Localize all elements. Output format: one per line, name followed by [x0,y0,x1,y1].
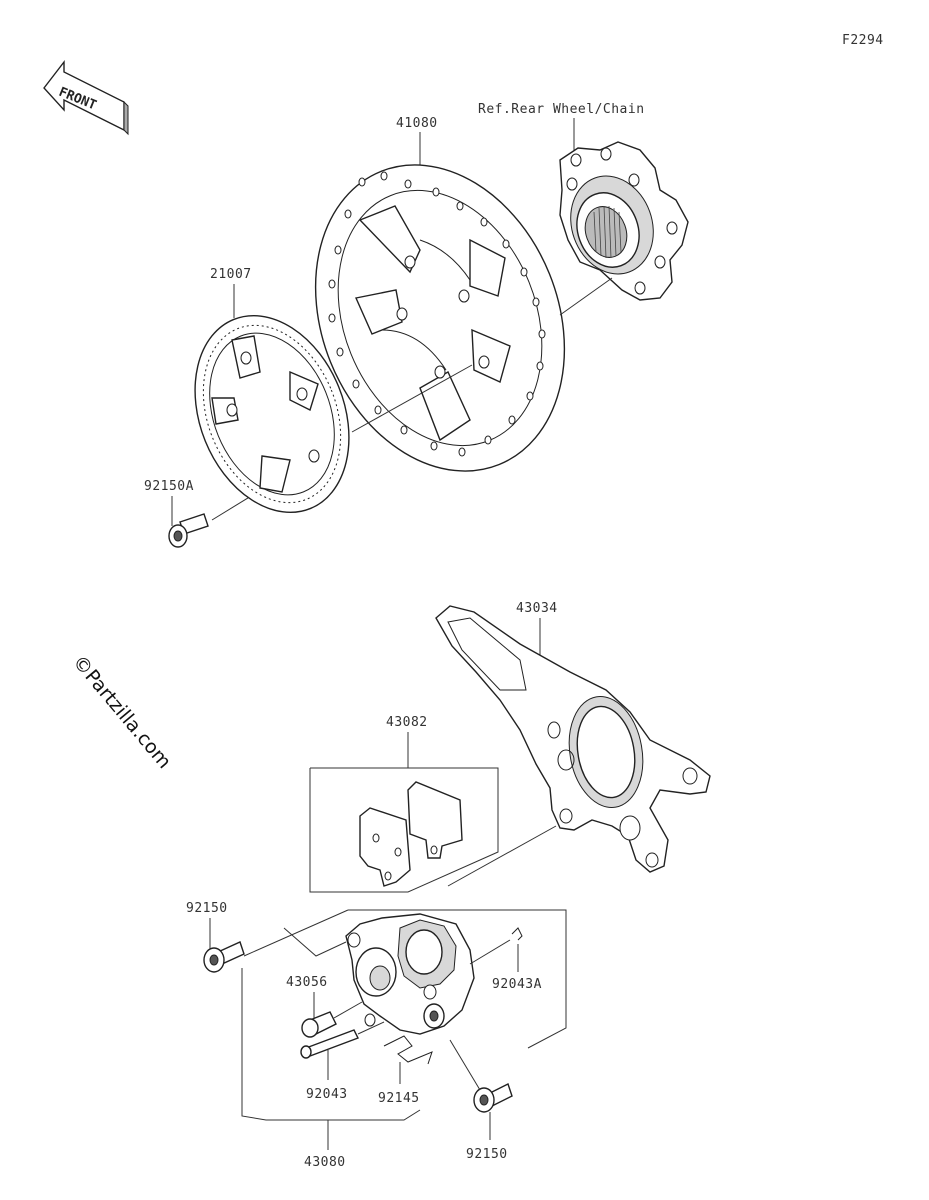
watermark: ©Partzilla.com [68,651,175,773]
wheel-hub [559,141,689,301]
label-92043A: 92043A [492,977,542,992]
label-41080: 41080 [396,116,438,131]
caliper-bracket: 43034 [435,601,711,873]
figure-code: F2294 [842,33,884,48]
bleeder-valve: 43056 [286,975,363,1038]
label-43082: 43082 [386,715,428,730]
label-43056: 43056 [286,975,328,990]
reference-note: Ref.Rear Wheel/Chain [478,102,645,117]
label-21007: 21007 [210,267,252,282]
label-92150-right: 92150 [466,1147,508,1162]
caliper-pin: 92043 [300,1021,385,1102]
caliper-bolt-right: 92150 [449,1039,513,1162]
label-43034: 43034 [516,601,558,616]
label-92145: 92145 [378,1091,420,1106]
label-92043: 92043 [306,1087,348,1102]
label-92150A: 92150A [144,479,194,494]
label-92150-left: 92150 [186,901,228,916]
pad-spring: 92145 [378,1035,433,1106]
brake-disc: 41080 [314,116,566,472]
sensor-ring: 21007 [194,267,350,514]
label-43080: 43080 [304,1155,346,1170]
pin-clip: 92043A [469,927,542,992]
brake-caliper [345,913,475,1035]
disc-bolt: 92150A [144,479,209,548]
front-arrow-icon: FRONT [43,59,129,136]
caliper-bolt-left: 92150 [186,901,245,973]
brake-pads: 43082 [309,715,499,893]
